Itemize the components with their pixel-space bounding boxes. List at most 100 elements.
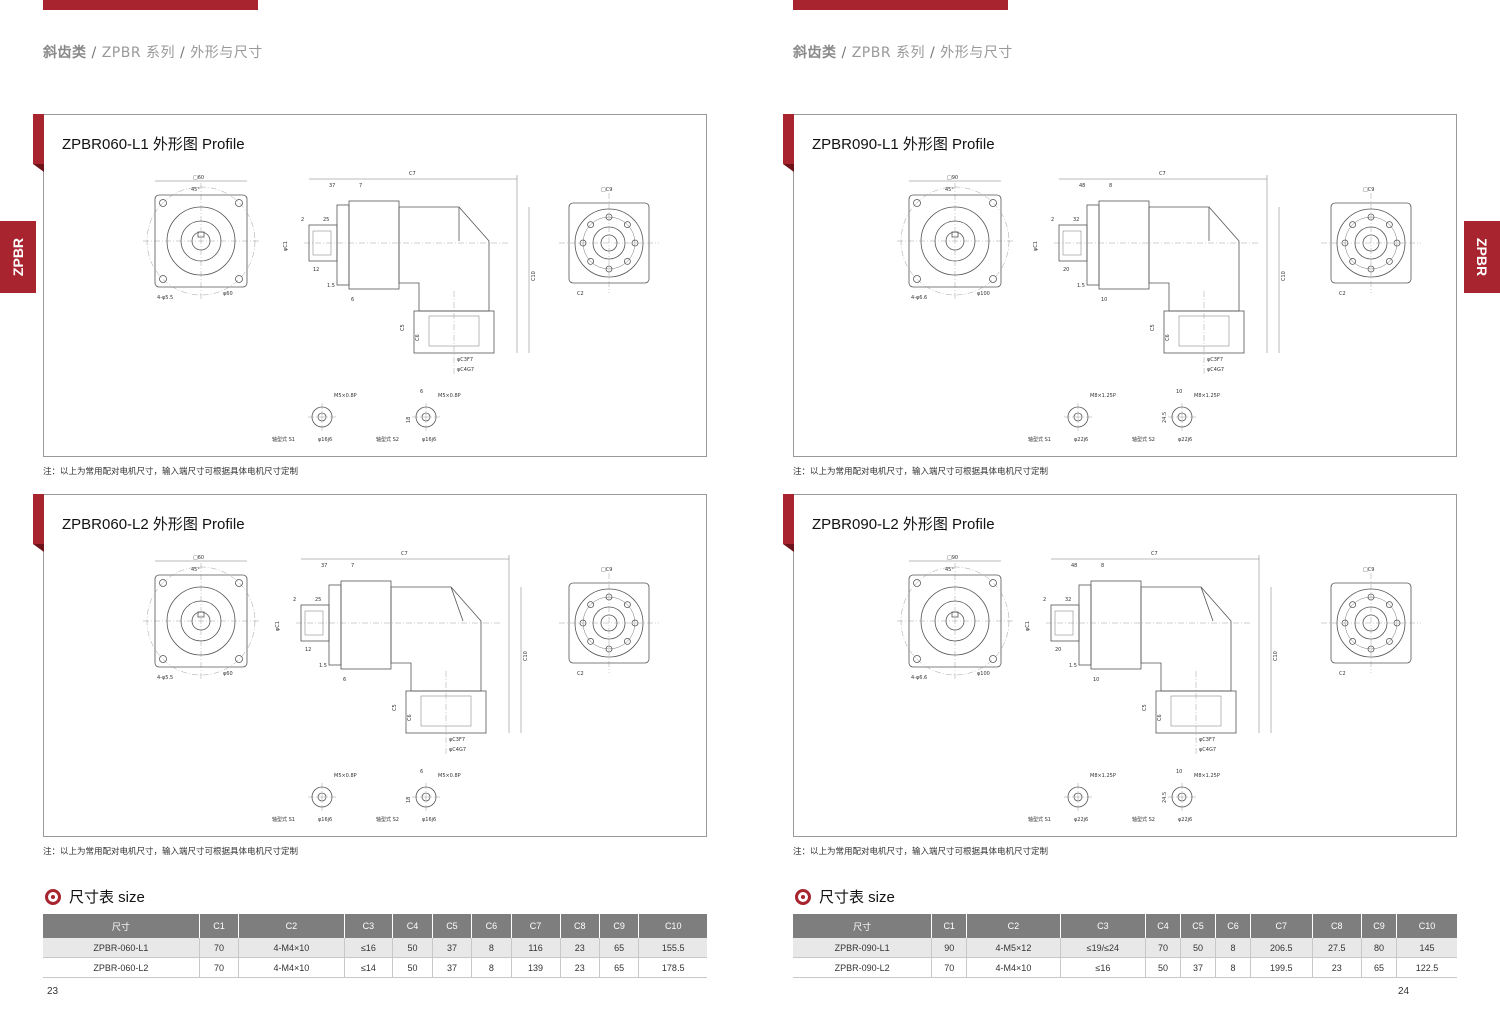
breadcrumb: 斜齿类/ZPBR 系列/外形与尺寸 bbox=[793, 42, 1013, 62]
dimension-label: □C9 bbox=[1363, 187, 1374, 193]
bolt-hole bbox=[989, 275, 997, 283]
table-header-cell: C6 bbox=[471, 914, 512, 938]
dimension-label: M5×0.8P bbox=[438, 773, 461, 779]
dimension-label: C6 bbox=[415, 334, 421, 341]
table-cell: 27.5 bbox=[1312, 938, 1363, 958]
dimension-label: M8×1.25P bbox=[1090, 773, 1116, 779]
dimension-label: C6 bbox=[407, 714, 413, 721]
size-table: 尺寸 C1 C2 C3 C4 C5 C6 C7 C8 C9 C10 ZPBR-0… bbox=[793, 914, 1457, 978]
table-header-cell: C1 bbox=[931, 914, 968, 938]
shaft-center bbox=[421, 412, 431, 422]
dimension-label: M5×0.8P bbox=[438, 393, 461, 399]
dimension-label: M8×1.25P bbox=[1194, 773, 1220, 779]
bolt-hole bbox=[235, 579, 243, 587]
table-cell: 4-M4×10 bbox=[238, 938, 345, 958]
panel-note: 注：以上为常用配对电机尺寸，输入端尺寸可根据具体电机尺寸定制 bbox=[43, 847, 299, 857]
table-header-cell: C3 bbox=[344, 914, 394, 938]
dimension-label: 1.5 bbox=[319, 663, 327, 669]
page-right: 斜齿类/ZPBR 系列/外形与尺寸 ZPBR ZPBR090-L1 外形图 Pr… bbox=[750, 0, 1500, 1018]
panel-note: 注：以上为常用配对电机尺寸，输入端尺寸可根据具体电机尺寸定制 bbox=[43, 467, 299, 477]
dimension-label: φ22j6 bbox=[1178, 437, 1192, 443]
table-row: ZPBR-060-L2 70 4-M4×10 ≤14 50 37 8 139 2… bbox=[43, 957, 707, 978]
table-header-cell: C5 bbox=[1180, 914, 1217, 938]
table-row: ZPBR-090-L1 90 4-M5×12 ≤19/≤24 70 50 8 2… bbox=[793, 938, 1457, 958]
bolt-hole bbox=[587, 637, 595, 645]
table-cell: 50 bbox=[392, 938, 433, 958]
table-header-row: 尺寸 C1 C2 C3 C4 C5 C6 C7 C8 C9 C10 bbox=[793, 914, 1457, 938]
dimension-label: φC1 bbox=[1033, 241, 1039, 251]
breadcrumb: 斜齿类/ZPBR 系列/外形与尺寸 bbox=[43, 42, 263, 62]
dimension-label: φ22j6 bbox=[1178, 817, 1192, 823]
dimension-label: φC3F7 bbox=[1207, 357, 1223, 363]
dimension-label: φ100 bbox=[977, 291, 990, 297]
output-bore bbox=[1178, 315, 1230, 347]
bolt-hole bbox=[159, 275, 167, 283]
dimension-label: 7 bbox=[359, 183, 362, 189]
table-cell: 178.5 bbox=[638, 957, 707, 978]
shaft-center bbox=[1177, 412, 1187, 422]
bolt-hole bbox=[159, 199, 167, 207]
table-row: ZPBR-090-L2 70 4-M4×10 ≤16 50 37 8 199.5… bbox=[793, 957, 1457, 978]
table-header-cell: C3 bbox=[1060, 914, 1147, 938]
breadcrumb-series: ZPBR 系列 bbox=[101, 45, 176, 61]
dimension-label: C5 bbox=[400, 324, 406, 331]
dimension-label: C6 bbox=[1157, 714, 1163, 721]
dimension-label: φC4G7 bbox=[1207, 367, 1224, 373]
dimension-label: M8×1.25P bbox=[1194, 393, 1220, 399]
dimension-label: φ16j6 bbox=[318, 437, 332, 443]
dimension-label: 1.5 bbox=[327, 283, 335, 289]
page-number: 24 bbox=[1398, 986, 1410, 997]
dimension-label: 6 bbox=[420, 389, 423, 395]
panel-note: 注：以上为常用配对电机尺寸，输入端尺寸可根据具体电机尺寸定制 bbox=[793, 847, 1049, 857]
table-cell: 80 bbox=[1361, 938, 1398, 958]
side-tab[interactable]: ZPBR bbox=[0, 221, 36, 293]
table-cell: 90 bbox=[931, 938, 968, 958]
dimension-label: C10 bbox=[1281, 271, 1287, 281]
dimension-label: M5×0.8P bbox=[334, 773, 357, 779]
dimension-label: 48 bbox=[1071, 563, 1077, 569]
dimension-label: C2 bbox=[1339, 291, 1346, 297]
bolt-hole bbox=[1349, 257, 1357, 265]
table-cell: 23 bbox=[560, 938, 600, 958]
dimension-label: 轴型式 S2 bbox=[1132, 816, 1155, 823]
shaft-center bbox=[1073, 412, 1083, 422]
gear-housing bbox=[1098, 200, 1150, 290]
dimension-label: □90 bbox=[947, 555, 958, 561]
side-tab[interactable]: ZPBR bbox=[1464, 221, 1500, 293]
page-number: 23 bbox=[47, 986, 59, 997]
dimension-label: 37 bbox=[321, 563, 327, 569]
dimension-label: 轴型式 S1 bbox=[1028, 816, 1051, 823]
panel-flag bbox=[783, 114, 794, 172]
dimension-label: C2 bbox=[577, 291, 584, 297]
dimension-label: 45° bbox=[945, 187, 954, 193]
table-cell: 199.5 bbox=[1250, 957, 1313, 978]
table-cell: 70 bbox=[199, 938, 240, 958]
bolt-hole bbox=[913, 579, 921, 587]
dimension-label: 45° bbox=[191, 567, 200, 573]
dimension-label: 32 bbox=[1065, 597, 1071, 603]
table-header-cell: C1 bbox=[199, 914, 240, 938]
bolt-hole bbox=[1349, 637, 1357, 645]
table-cell: 8 bbox=[471, 938, 512, 958]
output-bore bbox=[1170, 695, 1222, 727]
bolt-hole bbox=[235, 275, 243, 283]
dimension-label: φC3F7 bbox=[449, 737, 465, 743]
dimension-label: 10 bbox=[1176, 769, 1182, 775]
table-header-cell: C2 bbox=[238, 914, 345, 938]
dimension-label: 1.5 bbox=[1077, 283, 1085, 289]
panel-title: ZPBR060-L2 外形图 Profile bbox=[62, 516, 245, 533]
dimension-label: □C9 bbox=[601, 187, 612, 193]
dimension-label: □60 bbox=[193, 555, 204, 561]
bolt-hole bbox=[1349, 601, 1357, 609]
table-header-cell: C4 bbox=[1145, 914, 1182, 938]
table-cell: 37 bbox=[432, 957, 473, 978]
table-header-row: 尺寸 C1 C2 C3 C4 C5 C6 C7 C8 C9 C10 bbox=[43, 914, 707, 938]
right-angle-housing bbox=[398, 206, 490, 312]
top-accent-bar bbox=[43, 0, 258, 10]
dimension-label: 10 bbox=[1093, 677, 1099, 683]
table-cell: ≤19/≤24 bbox=[1060, 938, 1147, 958]
dimension-label: 45° bbox=[945, 567, 954, 573]
table-cell: ZPBR-090-L1 bbox=[793, 938, 933, 958]
